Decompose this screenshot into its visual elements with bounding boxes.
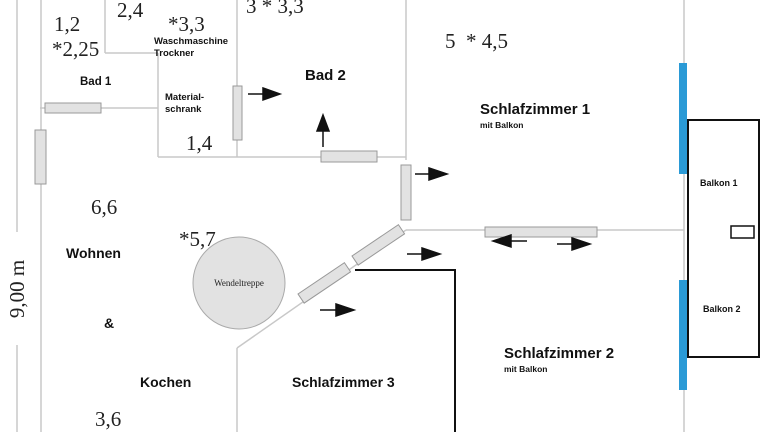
door-schlafzimmer1 xyxy=(400,164,412,221)
room-label: Waschmaschine xyxy=(154,36,228,47)
arrow-right-icon xyxy=(557,236,593,252)
measurement: *3,3 xyxy=(168,12,205,36)
room-label-balkon2: Balkon 2 xyxy=(703,304,741,314)
arrow-right-icon xyxy=(320,302,357,318)
spiral-staircase xyxy=(192,236,286,330)
sliding-door xyxy=(484,226,598,238)
room-label: schrank xyxy=(165,104,202,115)
door-bad1 xyxy=(44,102,102,114)
measurement: 2,4 xyxy=(117,0,144,22)
room-label-bad1: Bad 1 xyxy=(80,76,112,88)
arrow-up-icon xyxy=(315,112,331,147)
height-dimension: 9,00 m xyxy=(5,260,29,318)
door-left xyxy=(34,129,47,185)
schlafzimmer3-wall xyxy=(355,269,456,432)
measurement: 3 * 3,3 xyxy=(246,0,304,18)
staircase-label: Wendeltreppe xyxy=(214,278,264,288)
room-sublabel: mit Balkon xyxy=(480,120,523,130)
door-diagonal-1 xyxy=(351,223,406,266)
arrows xyxy=(248,86,593,318)
walls xyxy=(40,0,685,432)
measurement: 5 * 4,5 xyxy=(445,29,508,53)
room-label-schlafzimmer2: Schlafzimmer 2 xyxy=(504,345,614,362)
door-bad2 xyxy=(320,150,378,163)
balcony-divider xyxy=(730,225,755,239)
arrow-left-icon xyxy=(490,233,527,249)
door-diagonal-2 xyxy=(297,261,352,304)
window-schlafzimmer2 xyxy=(679,280,687,390)
room-label-schlafzimmer1: Schlafzimmer 1 xyxy=(480,101,590,118)
room-label-balkon1: Balkon 1 xyxy=(700,178,738,188)
measurement: *2,25 xyxy=(52,37,99,61)
doors xyxy=(34,85,598,304)
measurement: 1,4 xyxy=(186,131,213,155)
measurement: 6,6 xyxy=(91,195,117,219)
room-label: Trockner xyxy=(154,48,194,59)
door-bad2-side xyxy=(232,85,243,141)
room-label-kochen: Kochen xyxy=(140,374,191,390)
room-label-wohnen: Wohnen xyxy=(66,245,121,261)
room-label-bad2: Bad 2 xyxy=(305,67,346,84)
arrow-right-icon xyxy=(248,86,283,102)
room-label: Material- xyxy=(165,92,204,103)
measurement: 3,6 xyxy=(95,407,121,431)
window-schlafzimmer1 xyxy=(679,63,687,174)
room-sublabel: mit Balkon xyxy=(504,364,547,374)
measurement: *5,7 xyxy=(179,227,216,251)
room-label-schlafzimmer3: Schlafzimmer 3 xyxy=(292,374,395,390)
arrow-right-icon xyxy=(407,246,443,262)
arrow-right-icon xyxy=(415,166,450,182)
room-label: & xyxy=(104,315,114,331)
measurement: 1,2 xyxy=(54,12,80,36)
